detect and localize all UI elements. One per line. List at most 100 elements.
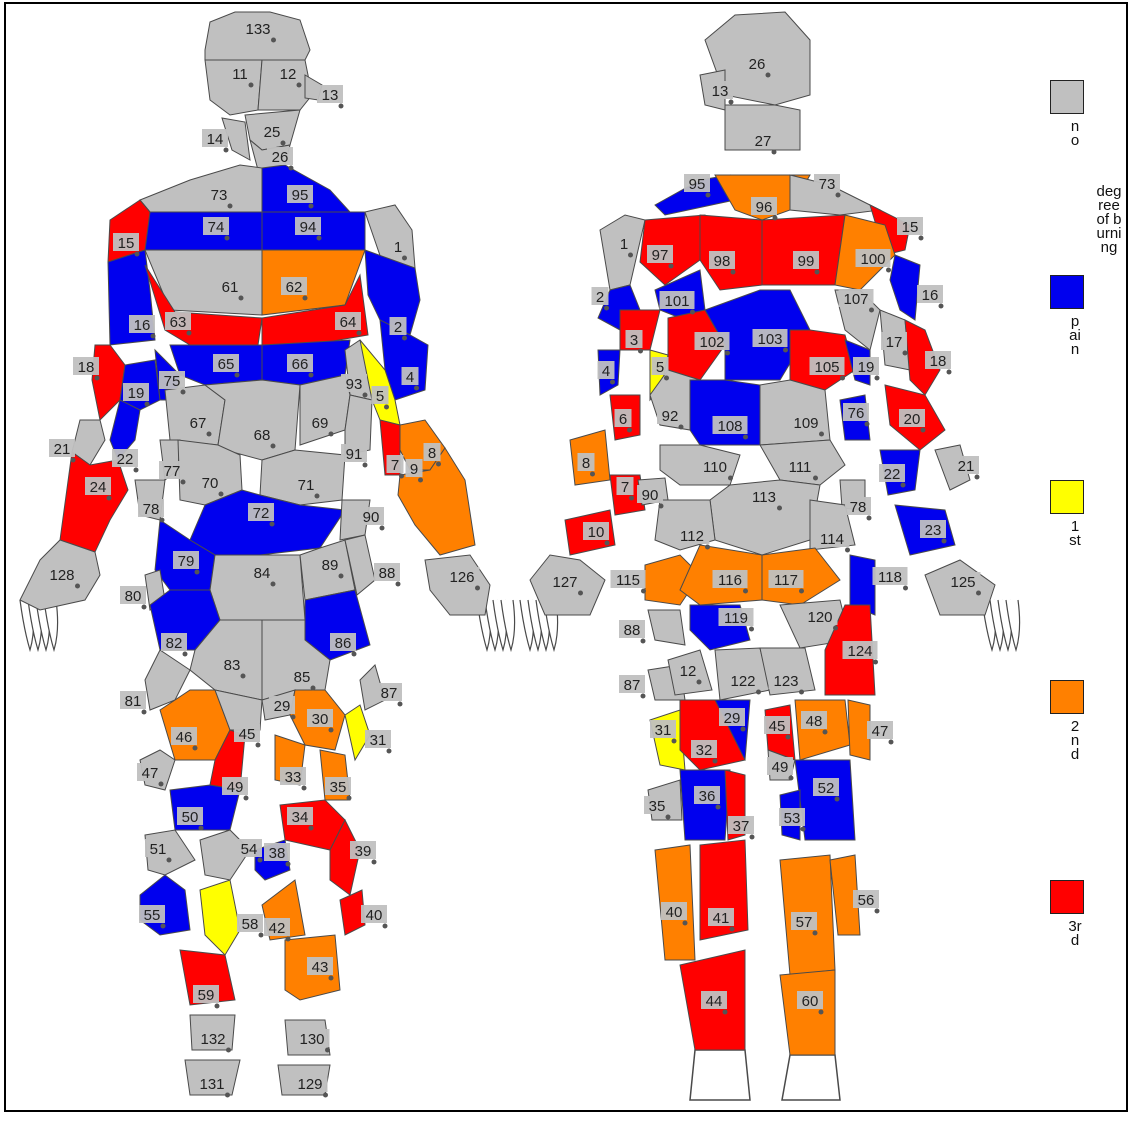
svg-text:29: 29: [274, 698, 291, 715]
svg-text:32: 32: [696, 742, 713, 759]
svg-text:128: 128: [49, 567, 74, 584]
svg-text:21: 21: [958, 458, 975, 475]
svg-text:19: 19: [128, 385, 145, 402]
region-58[interactable]: [200, 880, 240, 955]
region-label-59: 59: [193, 985, 220, 1009]
legend-label-third: 3rd: [1068, 920, 1082, 948]
region-label-80: 80: [120, 586, 147, 610]
svg-text:45: 45: [239, 726, 256, 743]
svg-text:31: 31: [370, 732, 387, 749]
svg-text:25: 25: [264, 124, 281, 141]
svg-text:18: 18: [78, 359, 95, 376]
svg-text:2: 2: [596, 289, 604, 306]
svg-text:63: 63: [170, 314, 187, 331]
svg-text:87: 87: [624, 677, 641, 694]
svg-text:77: 77: [164, 463, 181, 480]
svg-text:15: 15: [902, 219, 919, 236]
svg-text:130: 130: [299, 1031, 324, 1048]
svg-text:9: 9: [410, 461, 418, 478]
region-47[interactable]: [848, 700, 870, 760]
svg-text:31: 31: [655, 722, 672, 739]
svg-text:88: 88: [624, 622, 641, 639]
svg-text:91: 91: [346, 446, 363, 463]
region-108[interactable]: [690, 380, 760, 445]
svg-text:84: 84: [254, 565, 271, 582]
svg-text:47: 47: [142, 765, 159, 782]
svg-text:34: 34: [292, 809, 309, 826]
svg-text:5: 5: [376, 388, 384, 405]
svg-text:94: 94: [300, 219, 317, 236]
svg-text:53: 53: [784, 810, 801, 827]
svg-text:65: 65: [218, 356, 235, 373]
svg-text:102: 102: [699, 334, 724, 351]
front-body-view: 1331112131425267395749415161621663642186…: [20, 12, 515, 1098]
left-foot: [690, 1050, 750, 1100]
svg-text:3: 3: [630, 332, 638, 349]
svg-text:99: 99: [798, 253, 815, 270]
svg-text:13: 13: [712, 83, 729, 100]
svg-text:76: 76: [848, 405, 865, 422]
region-16[interactable]: [890, 255, 920, 320]
svg-text:57: 57: [796, 914, 813, 931]
legend-label-none: no: [1068, 120, 1082, 148]
svg-text:69: 69: [312, 415, 329, 432]
svg-text:15: 15: [118, 235, 135, 252]
region-label-78: 78: [845, 497, 872, 521]
svg-text:100: 100: [860, 251, 885, 268]
region-73[interactable]: [140, 165, 262, 212]
svg-text:40: 40: [366, 907, 383, 924]
legend-swatch-pain: [1050, 275, 1084, 309]
svg-text:119: 119: [724, 610, 748, 627]
region-48[interactable]: [795, 700, 850, 760]
svg-text:7: 7: [621, 479, 629, 496]
region-label-88: 88: [374, 563, 401, 587]
svg-text:117: 117: [774, 572, 798, 589]
svg-text:80: 80: [125, 588, 142, 605]
svg-text:123: 123: [773, 673, 798, 690]
svg-text:8: 8: [428, 445, 436, 462]
svg-text:56: 56: [858, 892, 875, 909]
svg-text:120: 120: [807, 609, 832, 626]
svg-text:133: 133: [245, 21, 270, 38]
svg-text:132: 132: [200, 1031, 225, 1048]
region-label-81: 81: [120, 691, 147, 715]
svg-text:124: 124: [847, 643, 872, 660]
svg-text:26: 26: [749, 56, 766, 73]
svg-text:22: 22: [884, 466, 901, 483]
svg-text:24: 24: [90, 479, 107, 496]
svg-text:10: 10: [588, 524, 605, 541]
svg-text:23: 23: [925, 522, 942, 539]
svg-text:39: 39: [355, 843, 372, 860]
region-60[interactable]: [780, 970, 835, 1055]
legend-title: degree of burning: [1096, 185, 1122, 255]
region-label-31: 31: [365, 730, 392, 754]
region-99[interactable]: [762, 215, 845, 285]
svg-text:122: 122: [730, 673, 755, 690]
svg-text:35: 35: [330, 779, 347, 796]
region-label-21: 21: [49, 439, 76, 463]
svg-text:78: 78: [143, 501, 160, 518]
svg-text:96: 96: [756, 199, 773, 216]
svg-text:66: 66: [292, 356, 309, 373]
legend-item-first: 1st: [1050, 480, 1090, 514]
region-label-14: 14: [202, 129, 229, 153]
svg-text:4: 4: [406, 369, 414, 386]
svg-text:61: 61: [222, 279, 239, 296]
region-label-13: 13: [317, 85, 344, 109]
svg-text:68: 68: [254, 427, 271, 444]
svg-text:33: 33: [285, 769, 302, 786]
svg-text:8: 8: [582, 455, 590, 472]
svg-text:1: 1: [620, 236, 628, 253]
legend-item-none: no: [1050, 80, 1090, 114]
legend-swatch-second: [1050, 680, 1084, 714]
svg-text:90: 90: [642, 487, 659, 504]
region-label-78: 78: [138, 499, 165, 523]
svg-text:5: 5: [656, 359, 664, 376]
region-88[interactable]: [648, 610, 685, 645]
region-label-47: 47: [867, 721, 894, 745]
region-36[interactable]: [680, 770, 730, 840]
svg-text:20: 20: [904, 411, 921, 428]
svg-text:1: 1: [394, 239, 402, 256]
